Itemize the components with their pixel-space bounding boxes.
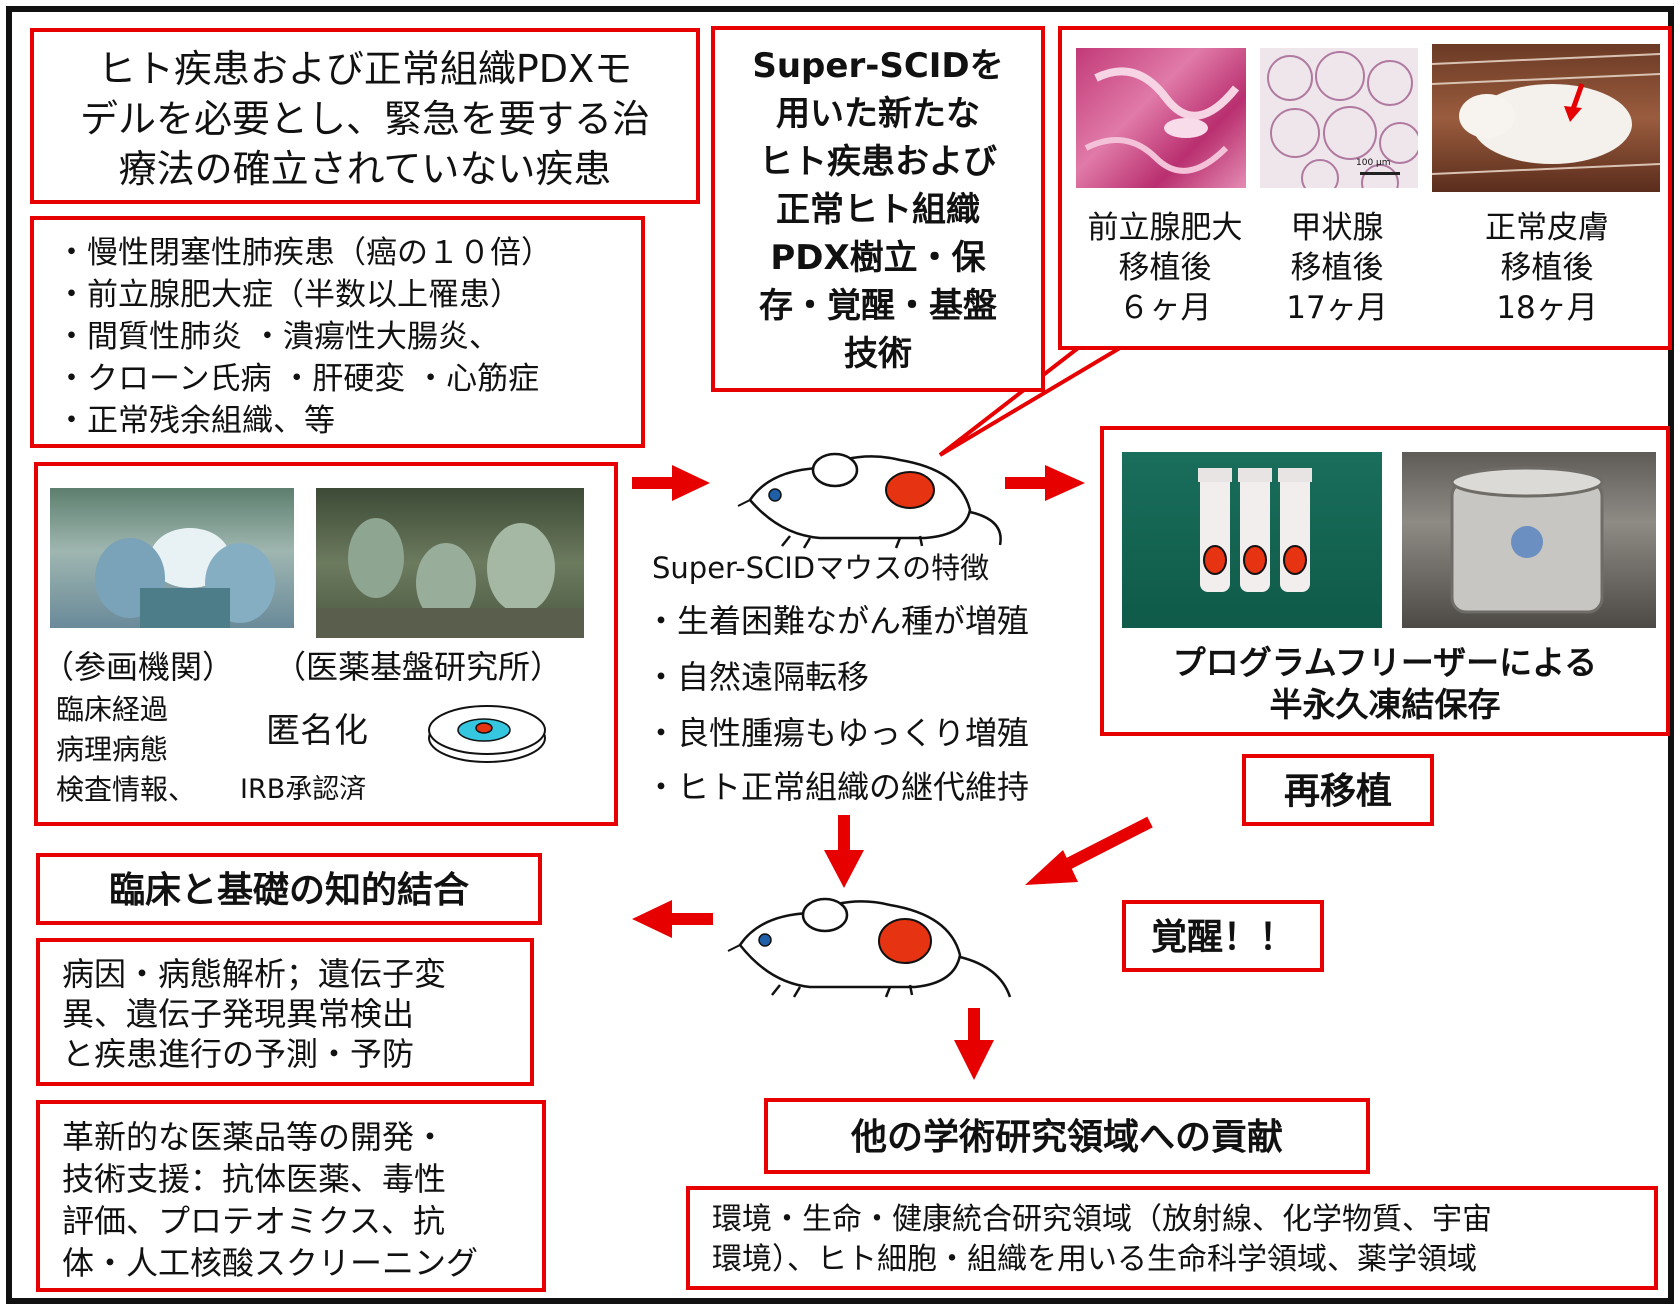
drug-dev-line: 革新的な医薬品等の開発・ [62,1118,447,1156]
result-thyroid-l2: 移植後 [1290,250,1384,286]
mouse-feature-item: ・ヒト正常組織の継代維持 [645,768,1030,806]
super-scid-line: 用いた新たな [776,94,980,134]
disease-list-box: ・慢性閉塞性肺疾患（癌の１０倍） ・前立腺肥大症（半数以上罹患） ・間質性肺炎 … [30,216,645,448]
surgery-photo [50,488,294,628]
result-prostate-l2: 移植後 [1118,250,1212,286]
clinical-info-item: 病理病態 [56,733,169,766]
pathology-line: と疾患進行の予測・予防 [62,1035,415,1073]
pathology-line: 異、遺伝子発現異常検出 [62,995,415,1033]
prostate-histology-image [1076,48,1246,188]
participating-institutions-label: （参画機関） [42,648,235,686]
super-scid-line: 正常ヒト組織 [776,190,980,230]
target-disease-line-2: デルを必要とし、緊急を要する治 [79,97,650,141]
target-disease-line-1: ヒト疾患および正常組織PDXモ [97,47,633,91]
arrow-to-freezer [1005,465,1085,501]
research-fields-box: 環境・生命・健康統合研究領域（放射線、化学物質、宇宙 環境）、ヒト細胞・組織を用… [686,1186,1658,1290]
freezer-box: プログラムフリーザーによる 半永久凍結保存 [1100,426,1670,736]
research-fields-line: 環境）、ヒト細胞・組織を用いる生命科学領域、薬学領域 [712,1242,1477,1277]
irb-approved-label: IRB承認済 [240,774,367,805]
clinical-basic-box: 臨床と基礎の知的結合 [36,853,542,925]
super-scid-line: 存・覚醒・基盤 [759,286,997,326]
pathology-box: 病因・病態解析；遺伝子変 異、遺伝子発現異常検出 と疾患進行の予測・予防 [36,938,534,1086]
skin-transplant-mouse-photo [1432,44,1660,192]
clinical-info-item: 臨床経過 [56,693,169,726]
result-thyroid-l1: 甲状腺 [1290,210,1384,246]
super-scid-line: 技術 [844,334,912,374]
disease-item: ・間質性肺炎 ・潰瘍性大腸炎、 [56,319,500,355]
super-scid-line: ヒト疾患および [759,142,997,182]
drug-dev-line: 評価、プロテオミクス、抗 [62,1202,446,1240]
freezer-tank-photo [1402,452,1656,628]
contribution-box: 他の学術研究領域への貢献 [764,1098,1370,1174]
transplant-results-box: 100 μm 前立腺肥大 移植後 ６ヶ月 甲状腺 移植後 17ヶ月 正常皮膚 移… [1058,26,1672,350]
anonymization-label: 匿名化 [266,711,368,751]
disease-item: ・クローン氏病 ・肝硬変 ・心筋症 [56,361,540,397]
nibio-label: （医薬基盤研究所） [274,648,563,686]
petri-dish-icon [428,705,546,763]
awakening-label: 覚醒！！ [1150,917,1295,958]
clinical-info-item: 検査情報、 [56,773,197,806]
arrow-retransplant [1025,816,1153,885]
disease-item: ・正常残余組織、等 [56,403,335,439]
result-thyroid-l3: 17ヶ月 [1286,290,1388,326]
contribution-title: 他の学術研究領域への貢献 [850,1117,1283,1158]
thyroid-histology-image: 100 μm [1260,48,1418,188]
lab-photo [316,488,584,638]
target-disease-box: ヒト疾患および正常組織PDXモ デルを必要とし、緊急を要する治 療法の確立されて… [30,28,700,204]
arrow-down-to-contribution [954,1008,994,1080]
institutions-box: （参画機関） （医薬基盤研究所） 臨床経過 病理病態 検査情報、 匿名化 IRB… [34,462,618,826]
target-disease-line-3: 療法の確立されていない疾患 [118,147,612,191]
freezer-line-2: 半永久凍結保存 [1269,685,1501,724]
super-scid-line: Super-SCIDを [752,46,1004,86]
super-scid-mouse-illustration [737,452,1002,549]
drug-dev-line: 体・人工核酸スクリーニング [62,1244,479,1282]
drug-development-box: 革新的な医薬品等の開発・ 技術支援：抗体医薬、毒性 評価、プロテオミクス、抗 体… [36,1100,546,1292]
result-prostate-l3: ６ヶ月 [1118,290,1212,326]
mouse-feature-item: ・生着困難ながん種が増殖 [645,602,1030,640]
arrow-down-to-mouse2 [824,815,864,888]
mouse-features-title: Super-SCIDマウスの特徴 [652,551,990,585]
super-scid-box: Super-SCIDを 用いた新たな ヒト疾患および 正常ヒト組織 PDX樹立・… [711,26,1045,392]
frozen-vials-photo [1122,452,1382,628]
disease-item: ・慢性閉塞性肺疾患（癌の１０倍） [56,235,552,271]
result-skin-l2: 移植後 [1500,250,1594,286]
pathology-line: 病因・病態解析；遺伝子変 [62,955,447,993]
diagram-frame [6,6,1674,1304]
super-scid-line: PDX樹立・保 [770,238,986,278]
mouse-feature-item: ・良性腫瘍もゆっくり増殖 [645,714,1030,752]
retransplant-label: 再移植 [1283,771,1392,812]
disease-item: ・前立腺肥大症（半数以上罹患） [56,277,521,313]
research-fields-line: 環境・生命・健康統合研究領域（放射線、化学物質、宇宙 [712,1202,1492,1237]
result-skin-l3: 18ヶ月 [1496,290,1598,326]
retransplant-box: 再移植 [1242,754,1434,826]
result-skin-l1: 正常皮膚 [1485,210,1609,246]
clinical-basic-title: 臨床と基礎の知的結合 [108,870,469,911]
awakened-mouse-illustration [727,897,1012,998]
awakening-box: 覚醒！！ [1122,900,1324,972]
mouse-feature-item: ・自然遠隔転移 [645,658,870,696]
drug-dev-line: 技術支援：抗体医薬、毒性 [62,1160,447,1198]
arrow-to-clinical-basic [632,900,713,938]
freezer-line-1: プログラムフリーザーによる [1172,643,1598,682]
result-prostate-l1: 前立腺肥大 [1087,210,1243,246]
scale-bar-label: 100 μm [1356,158,1391,168]
arrow-to-mouse [632,465,710,501]
